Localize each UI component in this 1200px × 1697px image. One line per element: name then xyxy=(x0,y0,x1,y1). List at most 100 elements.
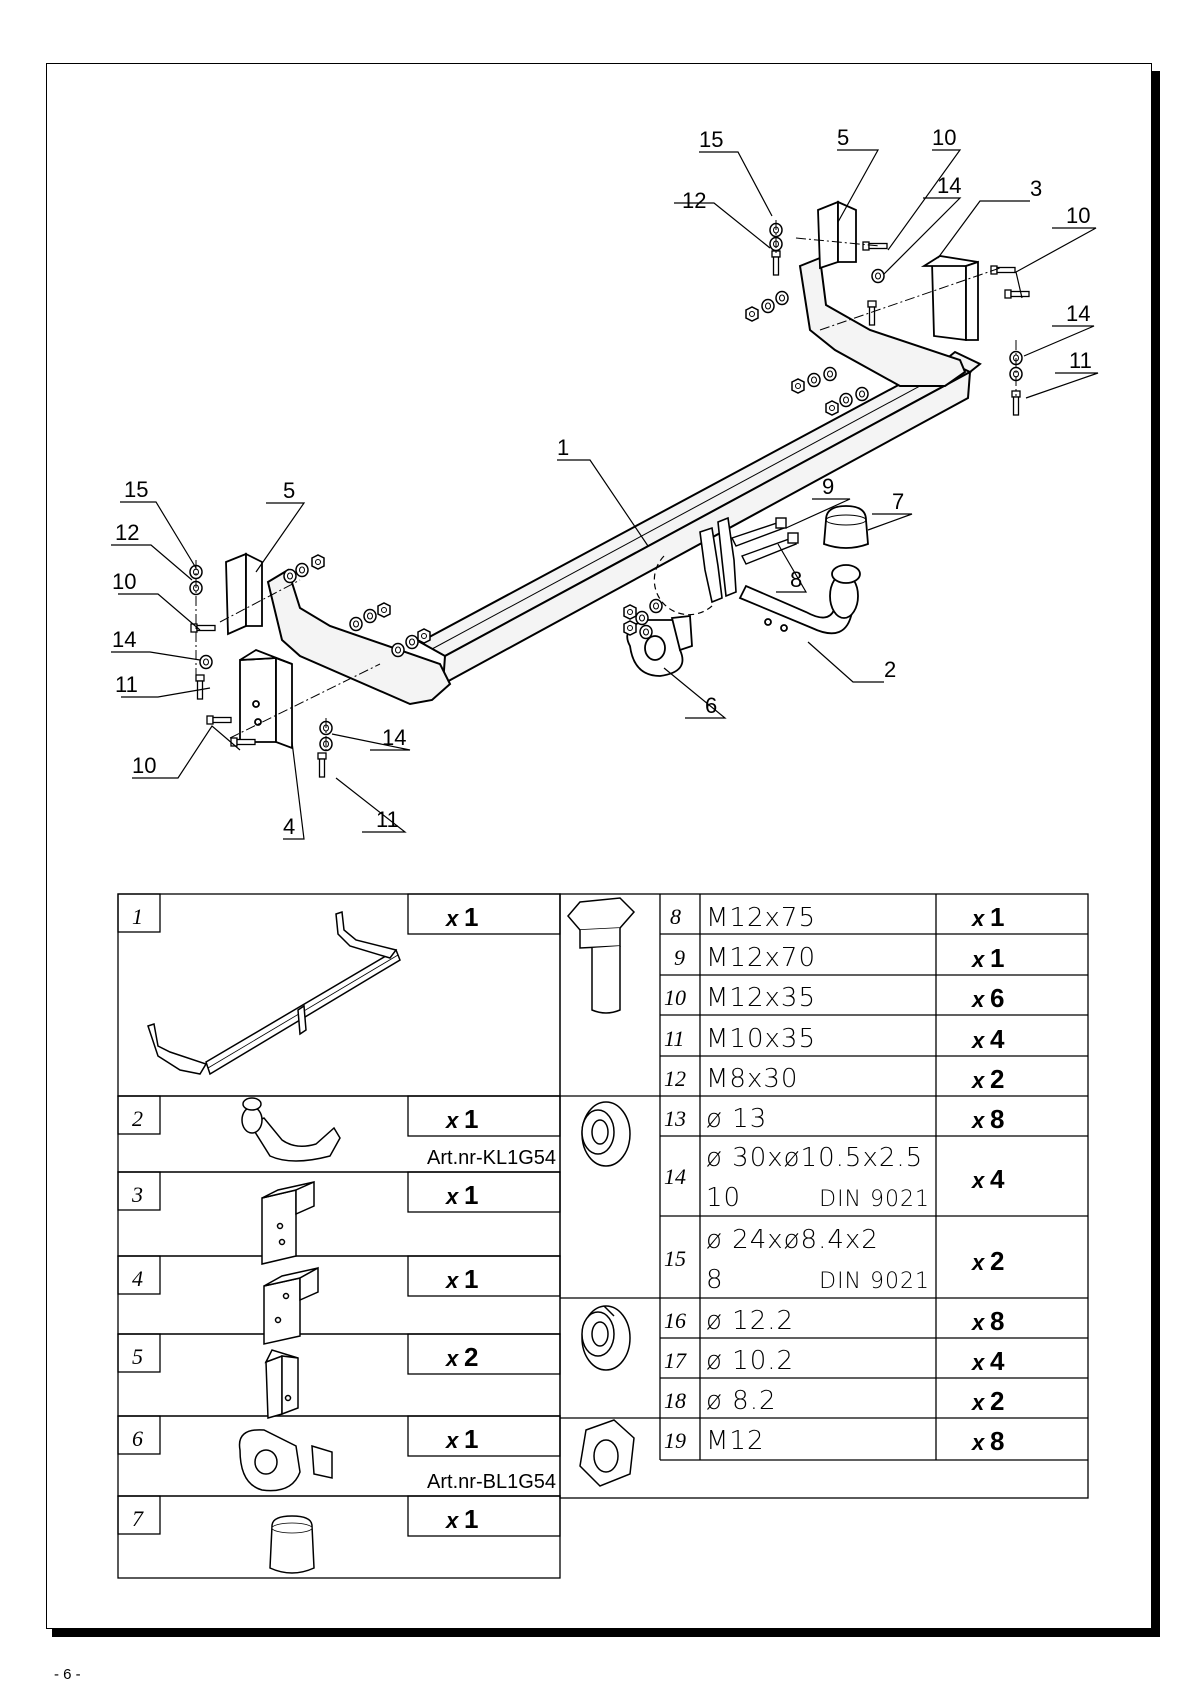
part-8-spec: M12x75 xyxy=(706,903,816,933)
part-8-qty-n: 1 xyxy=(990,902,1004,932)
part-13-qty-n: 8 xyxy=(990,1104,1004,1134)
callout-12-right: 12 xyxy=(682,188,706,213)
part-15-qty-n: 2 xyxy=(990,1246,1004,1276)
part-10-spec: M12x35 xyxy=(706,983,816,1013)
bolts-8-9 xyxy=(731,517,799,565)
part-19-qty-x: x xyxy=(971,1430,985,1455)
part-2-qty-n: 1 xyxy=(464,1104,478,1134)
left-brackets xyxy=(225,552,293,750)
part-12-qty-n: 2 xyxy=(990,1064,1004,1094)
callout-3: 3 xyxy=(1030,176,1042,201)
right-brackets xyxy=(817,200,979,342)
part-3-qty-n: 1 xyxy=(464,1180,478,1210)
part-1-num: 1 xyxy=(132,904,143,929)
part-10-qty-x: x xyxy=(971,987,985,1012)
part-6-qty-n: 1 xyxy=(464,1424,478,1454)
callout-11-right: 11 xyxy=(1069,348,1092,373)
part-6-article: Art.nr-BL1G54 xyxy=(427,1471,556,1493)
part-16-num: 16 xyxy=(664,1308,686,1333)
part-6-num: 6 xyxy=(132,1426,143,1451)
callout-4: 4 xyxy=(283,814,295,839)
part-5-qty-x: x xyxy=(445,1346,459,1371)
parts-table xyxy=(117,893,1089,1579)
part-18-qty-x: x xyxy=(971,1390,985,1415)
part-15-spec2: 8 xyxy=(706,1265,724,1295)
part-5-qty-n: 2 xyxy=(464,1342,478,1372)
part-10-qty-n: 6 xyxy=(990,983,1004,1013)
callout-10-left: 10 xyxy=(112,569,136,594)
callout-10-right: 10 xyxy=(1066,203,1090,228)
part-12-qty-x: x xyxy=(971,1068,985,1093)
part-14-std: DIN 9021 xyxy=(819,1187,930,1212)
part-15-spec: ø 24xø8.4x2 xyxy=(706,1225,879,1255)
part-11-spec: M10x35 xyxy=(706,1024,816,1054)
parts-left-text: 1 2 3 4 5 6 7 x 1 x 1 x 1 x 1 x 2 x 1 x … xyxy=(131,902,556,1534)
part-17-qty-n: 4 xyxy=(990,1346,1005,1376)
callout-2: 2 xyxy=(884,657,896,682)
part-2-qty-x: x xyxy=(445,1108,459,1133)
callout-15-right: 15 xyxy=(699,127,723,152)
thumb-socket-plate xyxy=(238,1429,333,1492)
tow-ball-neck xyxy=(738,564,861,635)
part-9-qty-n: 1 xyxy=(990,943,1004,973)
parts-right-text: 8 M12x75 x 1 9 M12x70 x 1 10 M12x35 x 6 … xyxy=(664,902,1005,1456)
callout-10-top: 10 xyxy=(932,125,956,150)
thumb-ball-cover xyxy=(269,1515,315,1574)
callout-labels: 1 2 3 4 5 5 6 7 8 9 10 10 10 10 11 11 11… xyxy=(112,125,1092,839)
centre-bracket xyxy=(653,516,737,616)
part-14-qty-x: x xyxy=(971,1168,985,1193)
part-16-spec: ø 12.2 xyxy=(706,1306,794,1336)
ball-cover xyxy=(823,505,869,549)
part-19-qty-n: 8 xyxy=(990,1426,1004,1456)
part-9-num: 9 xyxy=(674,945,685,970)
part-4-qty-n: 1 xyxy=(464,1264,478,1294)
callout-11-left: 11 xyxy=(115,672,138,697)
callout-5-right: 5 xyxy=(837,125,849,150)
part-4-qty-x: x xyxy=(445,1268,459,1293)
thumb-bolt xyxy=(567,897,636,1014)
part-7-num: 7 xyxy=(132,1506,144,1531)
part-18-num: 18 xyxy=(664,1388,686,1413)
part-3-qty-x: x xyxy=(445,1184,459,1209)
callout-5-left: 5 xyxy=(283,478,295,503)
part-14-num: 14 xyxy=(664,1164,686,1189)
thumb-bracket-3 xyxy=(261,1180,315,1265)
part-9-spec: M12x70 xyxy=(706,943,816,973)
callout-9: 9 xyxy=(822,474,834,499)
thumb-washer xyxy=(581,1101,631,1167)
part-1-qty-x: x xyxy=(445,906,459,931)
thumb-nut xyxy=(579,1419,635,1487)
part-14-spec: ø 30xø10.5x2.5 xyxy=(706,1143,923,1173)
thumb-spring-washer xyxy=(581,1305,631,1371)
thumb-crossbar xyxy=(147,910,401,1076)
socket-plate xyxy=(626,615,693,677)
part-19-spec: M12 xyxy=(706,1426,765,1456)
thumb-bracket-5 xyxy=(264,1349,299,1419)
thumb-tow-ball xyxy=(241,1097,341,1162)
part-15-num: 15 xyxy=(664,1246,686,1271)
callout-15-left: 15 xyxy=(124,477,148,502)
part-4-num: 4 xyxy=(132,1266,143,1291)
part-13-spec: ø 13 xyxy=(706,1104,767,1134)
part-11-num: 11 xyxy=(664,1026,684,1051)
part-3-num: 3 xyxy=(131,1182,143,1207)
part-9-qty-x: x xyxy=(971,947,985,972)
part-5-num: 5 xyxy=(132,1344,143,1369)
part-8-num: 8 xyxy=(670,904,681,929)
callout-14-top: 14 xyxy=(937,173,961,198)
callout-14-right: 14 xyxy=(1066,301,1090,326)
part-18-qty-n: 2 xyxy=(990,1386,1004,1416)
part-2-article: Art.nr-KL1G54 xyxy=(427,1147,556,1169)
callout-7: 7 xyxy=(892,489,904,514)
callout-8: 8 xyxy=(790,567,802,592)
callout-10-bottom: 10 xyxy=(132,753,156,778)
callout-14-bottom: 14 xyxy=(382,725,406,750)
part-6-qty-x: x xyxy=(445,1428,459,1453)
part-11-qty-n: 4 xyxy=(990,1024,1005,1054)
callout-1: 1 xyxy=(557,435,569,460)
part-17-num: 17 xyxy=(664,1348,687,1373)
callout-11-bottom: 11 xyxy=(376,807,399,832)
part-2-num: 2 xyxy=(132,1106,143,1131)
part-7-qty-x: x xyxy=(445,1508,459,1533)
